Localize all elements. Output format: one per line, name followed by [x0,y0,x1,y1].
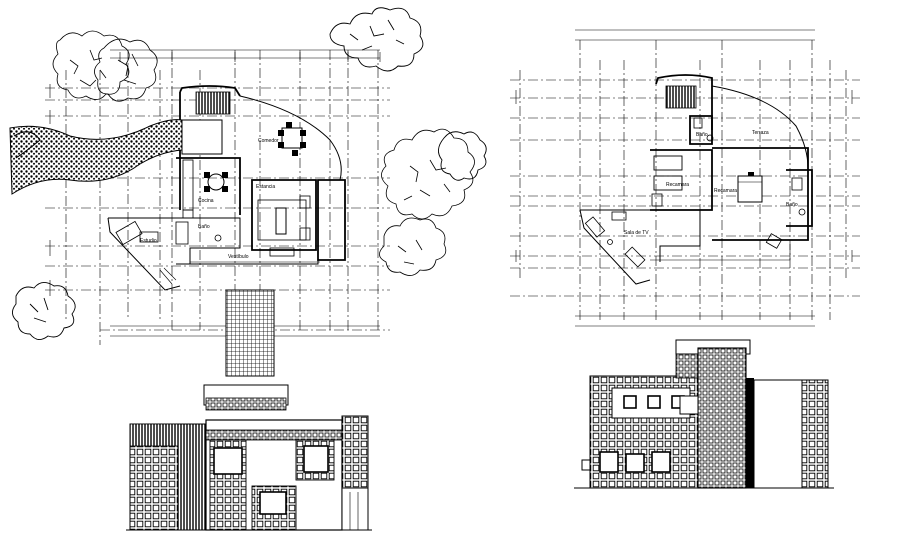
ground-floor-plan: Comedor Cocina Estancia Estudio [9,7,487,377]
label-cocina: Cocina [198,198,214,204]
tree-icon [12,282,76,340]
label-bano-ground: Baño [198,224,210,230]
dining-table-set [278,122,306,156]
ground-floor-stair [181,91,231,155]
label-bano-upper-2: Baño [786,202,798,208]
label-sala-tv: Sala de TV [624,230,649,236]
label-terraza: Terraza [752,130,769,136]
upper-floor-plan: Recamara Recamara Terraza Baño Baño Sala… [510,29,860,327]
ground-bath-fixtures [175,221,222,245]
tree-icon [379,128,475,276]
upper-floor-stair [665,85,697,109]
upper-floor-axis-lines [510,29,860,327]
tree-icon [329,7,424,72]
upper-floor-walls [579,74,813,285]
study-furniture [115,220,177,285]
living-room-furniture [257,195,311,257]
label-estudio: Estudio [140,238,157,244]
ground-floor-walls [107,85,346,291]
garden-path-edge [13,131,41,159]
front-elevation [126,384,372,531]
tv-room-furniture [584,211,646,268]
garden-stone-path [9,119,183,195]
upper-bath-fixtures [693,117,806,216]
label-comedor: Comedor [258,138,279,144]
tree-icon [438,131,487,181]
upper-bedroom-furniture [651,155,783,249]
tree-icon [52,30,158,102]
label-recamara-principal: Recamara [714,188,737,194]
label-recamara-1: Recamara [666,182,689,188]
kitchen-fixtures [182,159,228,219]
label-estancia: Estancia [256,184,275,190]
entrance-walkway [225,289,275,377]
label-bano-upper-1: Baño [696,132,708,138]
label-vestibulo: Vestíbulo [228,254,249,260]
side-elevation [574,339,834,489]
